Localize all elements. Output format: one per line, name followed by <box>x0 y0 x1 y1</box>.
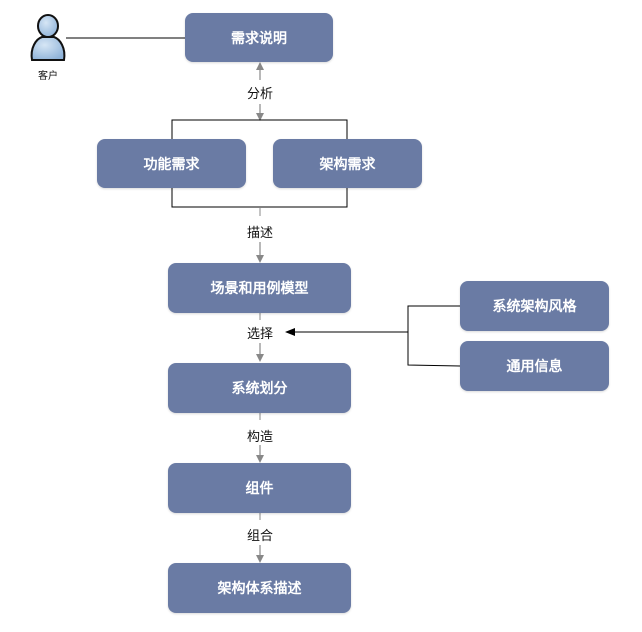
bracket-bottom <box>171 188 348 208</box>
edge-label-describe: 描述 <box>246 226 274 241</box>
node-requirements-spec[interactable]: 需求说明 <box>185 13 333 62</box>
node-architecture-description[interactable]: 架构体系描述 <box>168 563 351 613</box>
node-scenario-usecase-model[interactable]: 场景和用例模型 <box>168 263 351 313</box>
node-system-partition[interactable]: 系统划分 <box>168 363 351 413</box>
node-functional-requirements[interactable]: 功能需求 <box>97 139 246 188</box>
edge-label-construct: 构造 <box>246 430 274 445</box>
bracket-top <box>171 119 348 139</box>
node-general-info[interactable]: 通用信息 <box>460 341 609 391</box>
node-architecture-requirements[interactable]: 架构需求 <box>273 139 422 188</box>
edge-label-analyze: 分析 <box>246 87 274 102</box>
node-component[interactable]: 组件 <box>168 463 351 513</box>
node-architecture-style[interactable]: 系统架构风格 <box>460 281 609 331</box>
user-icon <box>30 14 66 61</box>
edge-label-compose: 组合 <box>246 529 274 544</box>
actor-label: 客户 <box>38 71 58 82</box>
inputs-bracket <box>407 305 461 367</box>
edge-label-select: 选择 <box>246 327 274 342</box>
